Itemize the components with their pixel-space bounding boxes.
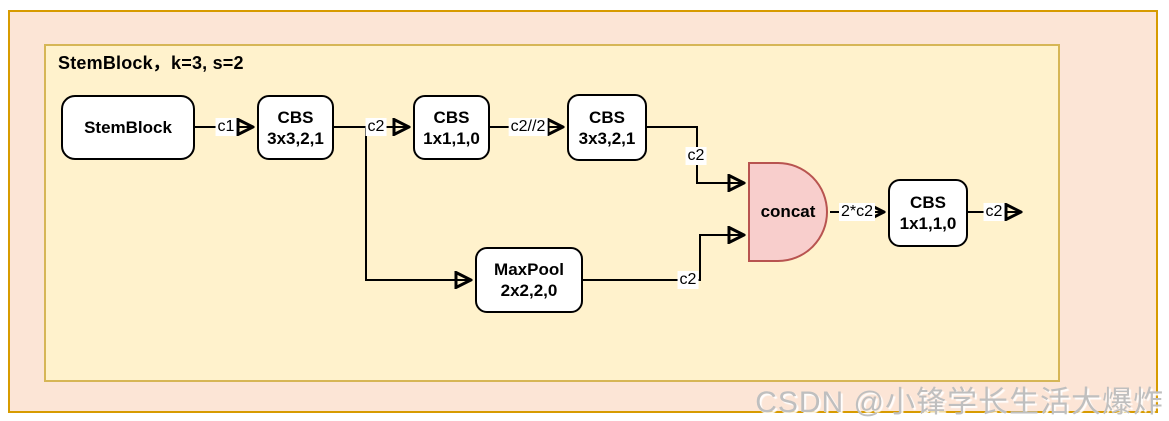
node-cbs2-params: 1x1,1,0 xyxy=(423,128,480,148)
node-cbs3-params: 3x3,2,1 xyxy=(578,128,636,148)
node-cbs-3x3-2-1: CBS 3x3,2,1 xyxy=(257,95,334,160)
edge-label-c1: c1 xyxy=(215,118,237,136)
edge-branch-to-maxpool xyxy=(365,127,471,280)
edge-label-c2-top: c2 xyxy=(685,147,707,165)
node-cbs3-name: CBS xyxy=(589,107,625,127)
node-stemblock-label: StemBlock xyxy=(84,118,172,137)
node-maxpool: MaxPool 2x2,2,0 xyxy=(475,247,583,313)
edge-label-c2-bottom: c2 xyxy=(677,271,699,289)
node-cbs-3x3-2-1-second: CBS 3x3,2,1 xyxy=(567,94,647,161)
node-cbs1-params: 3x3,2,1 xyxy=(267,128,324,148)
edge-label-2xc2: 2*c2 xyxy=(838,203,876,221)
node-concat-label: concat xyxy=(760,202,816,221)
edge-maxpool-to-concat xyxy=(583,235,744,281)
edge-label-c2-main: c2 xyxy=(365,118,387,136)
diagram-title: StemBlock，k=3, s=2 xyxy=(58,53,244,73)
node-concat: concat xyxy=(748,162,828,262)
watermark-text: CSDN @小锋学长生活大爆炸 xyxy=(755,386,1164,419)
node-cbs-1x1-1-0-output: CBS 1x1,1,0 xyxy=(888,179,968,247)
node-stemblock: StemBlock xyxy=(61,95,195,160)
node-cbs-1x1-1-0: CBS 1x1,1,0 xyxy=(413,95,490,160)
node-cbs1-name: CBS xyxy=(277,107,314,127)
edge-label-c2-out: c2 xyxy=(983,203,1005,221)
node-cbs2-name: CBS xyxy=(433,107,470,127)
node-cbs4-params: 1x1,1,0 xyxy=(899,214,957,233)
node-maxpool-params: 2x2,2,0 xyxy=(500,281,558,300)
node-cbs4-name: CBS xyxy=(910,193,946,212)
edge-label-c2-half: c2//2 xyxy=(508,118,548,136)
node-maxpool-name: MaxPool xyxy=(494,260,564,279)
